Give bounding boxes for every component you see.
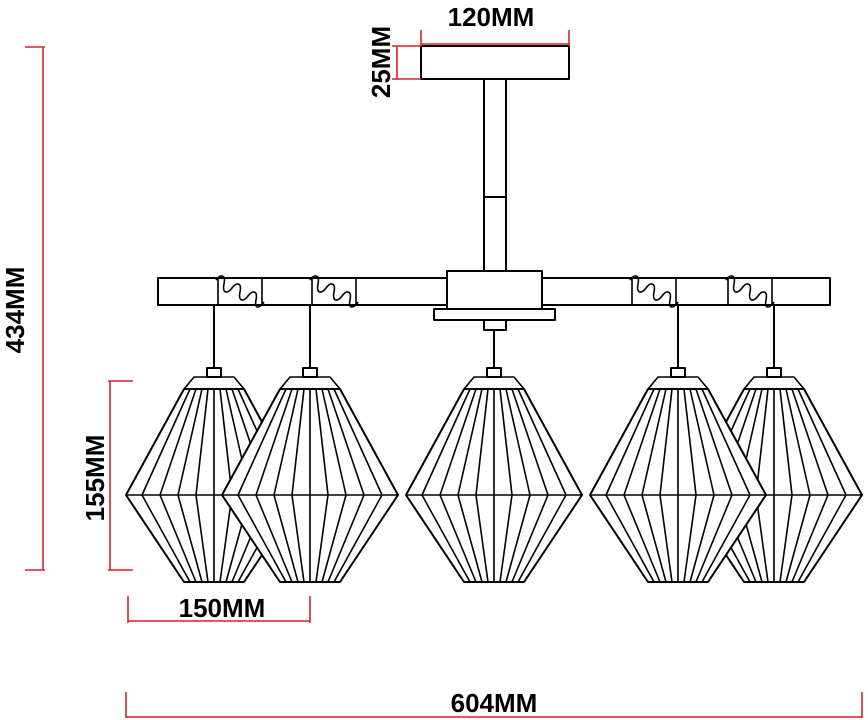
dimension-total-height: 434MM [0,46,45,571]
dimension-shade-height: 155MM [80,380,133,571]
chandelier-body [125,45,863,583]
ceiling-canopy [420,45,570,80]
dimension-shade-width: 150MM [127,593,311,623]
total-width-label: 604MM [451,688,538,718]
center-hub-plate [433,308,556,321]
dimension-canopy-width: 120MM [420,2,570,46]
dimension-canopy-height: 25MM [366,26,421,98]
shade-width-label: 150MM [179,593,266,623]
stem-lower [483,196,507,273]
dimension-total-width: 604MM [125,688,863,718]
stem-upper [483,78,507,198]
center-hub [446,270,543,310]
total-height-label: 434MM [0,267,30,354]
lamp-shade [405,367,583,583]
canopy-height-label: 25MM [366,26,396,98]
center-hub-nut [483,319,507,331]
shade-height-label: 155MM [80,435,110,522]
canopy-width-label: 120MM [448,2,535,32]
